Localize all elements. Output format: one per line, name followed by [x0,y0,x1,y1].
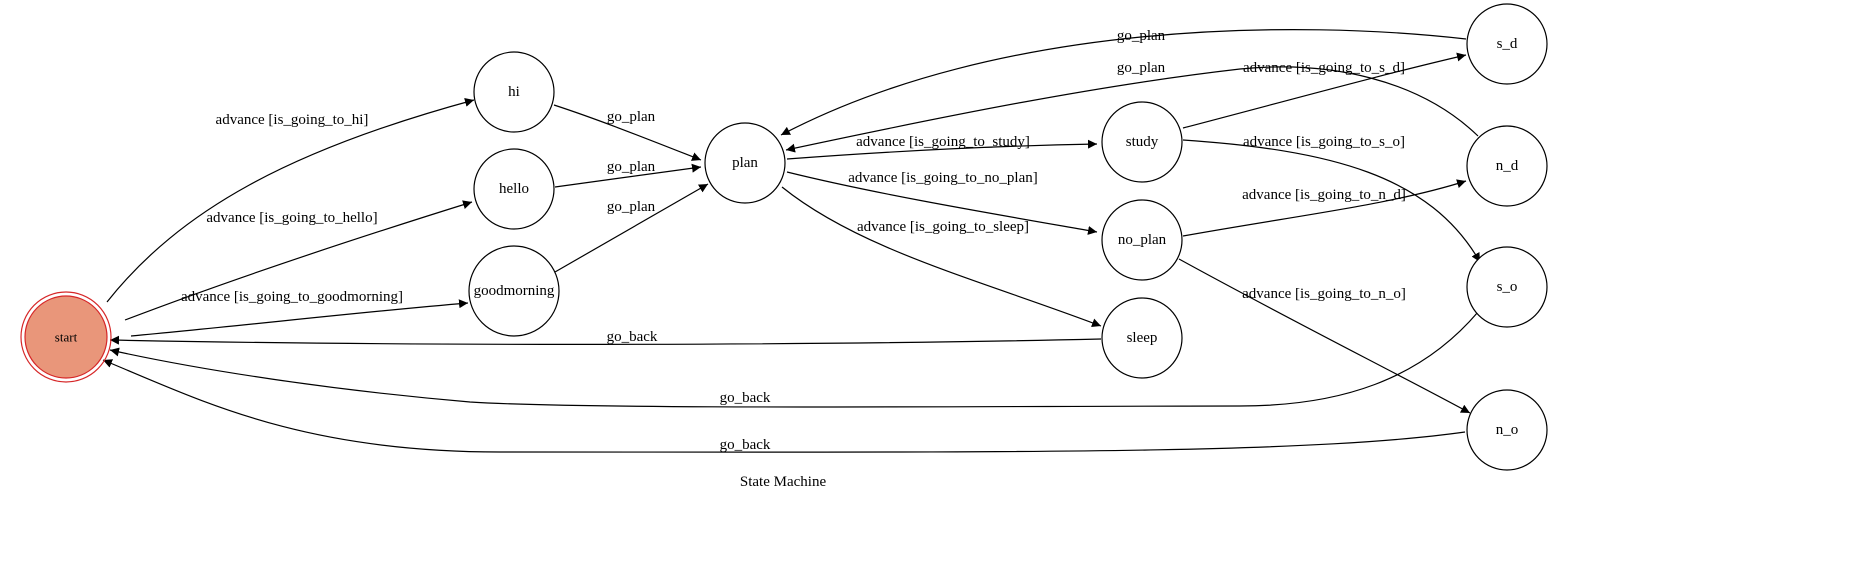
node-label-s_d: s_d [1497,36,1518,52]
node-s_d: s_d [1466,3,1548,85]
edge-label-s_d-plan: go_plan [1117,28,1166,44]
edge-label-no_plan-n_d: advance [is_going_to_n_d] [1242,187,1406,203]
edge-label-study-s_o: advance [is_going_to_s_o] [1243,134,1405,150]
node-label-hi: hi [508,84,520,100]
node-label-n_o: n_o [1496,422,1519,438]
edge-s_o-start: go_back [109,311,1479,408]
edge-no_plan-n_d: advance [is_going_to_n_d] [1182,179,1467,237]
node-label-goodmorning: goodmorning [474,283,555,299]
node-start: start [20,291,112,383]
edge-label-s_o-start: go_back [720,390,771,406]
edge-no_plan-n_o: advance [is_going_to_n_o] [1178,258,1471,414]
node-label-plan: plan [732,155,758,171]
node-plan: plan [704,122,786,204]
edge-label-goodmorning-plan: go_plan [607,199,656,215]
node-goodmorning: goodmorning [468,245,560,337]
edge-s_d-plan: go_plan [780,28,1467,136]
edge-label-plan-sleep: advance [is_going_to_sleep] [857,219,1029,235]
edge-study-s_o: advance [is_going_to_s_o] [1182,134,1481,263]
edge-hello-plan: go_plan [554,159,702,188]
edge-n_o-start: go_back [102,359,1466,453]
edge-plan-sleep: advance [is_going_to_sleep] [781,186,1102,328]
edge-label-start-hi: advance [is_going_to_hi] [216,112,369,128]
edge-label-hi-plan: go_plan [607,109,656,125]
edge-label-n_d-plan: go_plan [1117,60,1166,76]
edge-sleep-start: go_back [109,329,1102,345]
edge-label-n_o-start: go_back [720,437,771,453]
edge-n_d-plan: go_plan [785,60,1479,153]
edge-hi-plan: go_plan [553,104,702,161]
node-n_o: n_o [1466,389,1548,471]
node-no_plan: no_plan [1101,199,1183,281]
node-label-no_plan: no_plan [1118,232,1167,248]
node-s_o: s_o [1466,246,1548,328]
node-label-s_o: s_o [1497,279,1518,295]
edge-plan-no_plan: advance [is_going_to_no_plan] [786,170,1098,235]
edge-label-start-hello: advance [is_going_to_hello] [206,210,377,226]
edge-label-sleep-start: go_back [607,329,658,345]
node-sleep: sleep [1101,297,1183,379]
edge-label-start-goodmorning: advance [is_going_to_goodmorning] [181,289,403,305]
node-hi: hi [473,51,555,133]
node-label-hello: hello [499,181,529,197]
edge-label-plan-study: advance [is_going_to_study] [856,134,1030,150]
edge-label-no_plan-n_o: advance [is_going_to_n_o] [1242,286,1406,302]
edge-label-study-s_d: advance [is_going_to_s_d] [1243,60,1405,76]
edge-goodmorning-plan: go_plan [554,183,709,273]
diagram-title: State Machine [740,474,827,490]
node-label-start: start [55,330,78,345]
node-label-n_d: n_d [1496,158,1519,174]
edge-plan-study: advance [is_going_to_study] [786,134,1098,160]
edge-start-goodmorning: advance [is_going_to_goodmorning] [130,289,469,337]
node-n_d: n_d [1466,125,1548,207]
edge-start-hello: advance [is_going_to_hello] [124,200,473,321]
edge-label-plan-no_plan: advance [is_going_to_no_plan] [848,170,1038,186]
edge-start-hi: advance [is_going_to_hi] [106,98,475,303]
node-label-study: study [1126,134,1159,150]
node-label-sleep: sleep [1127,330,1158,346]
edge-study-s_d: advance [is_going_to_s_d] [1182,52,1467,129]
node-hello: hello [473,148,555,230]
edge-label-hello-plan: go_plan [607,159,656,175]
node-study: study [1101,101,1183,183]
